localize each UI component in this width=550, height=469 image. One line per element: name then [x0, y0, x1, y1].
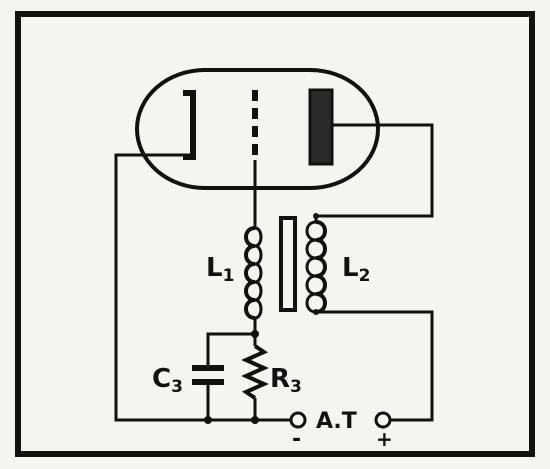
- label-r3: R3: [270, 364, 302, 397]
- tube-cathode: [183, 90, 196, 160]
- iron-core: [279, 216, 297, 312]
- label-terminal-minus: -: [292, 427, 301, 452]
- tube-plate: [308, 88, 334, 166]
- terminal-negative: [289, 411, 307, 429]
- label-terminal-plus: +: [376, 427, 393, 451]
- label-l1: L1: [206, 253, 234, 286]
- inductor-l1: [244, 220, 263, 320]
- wire-c3-top: [206, 332, 255, 366]
- resistor-r3: [241, 344, 269, 400]
- junction-node-top: [251, 330, 259, 338]
- outer-frame: [15, 11, 535, 457]
- label-supply: A.T: [316, 409, 357, 434]
- wire-l2-supply: [316, 310, 434, 422]
- inductor-l2: [305, 220, 327, 314]
- junction-r3-rail: [251, 416, 259, 424]
- junction-l2-bottom: [313, 309, 319, 315]
- junction-l2-top: [313, 213, 319, 219]
- terminal-positive: [374, 411, 392, 429]
- capacitor-c3: [192, 365, 224, 385]
- junction-c3-rail: [204, 416, 212, 424]
- tube-envelope: [135, 68, 380, 190]
- label-l2: L2: [342, 253, 370, 286]
- label-c3: C3: [152, 364, 183, 397]
